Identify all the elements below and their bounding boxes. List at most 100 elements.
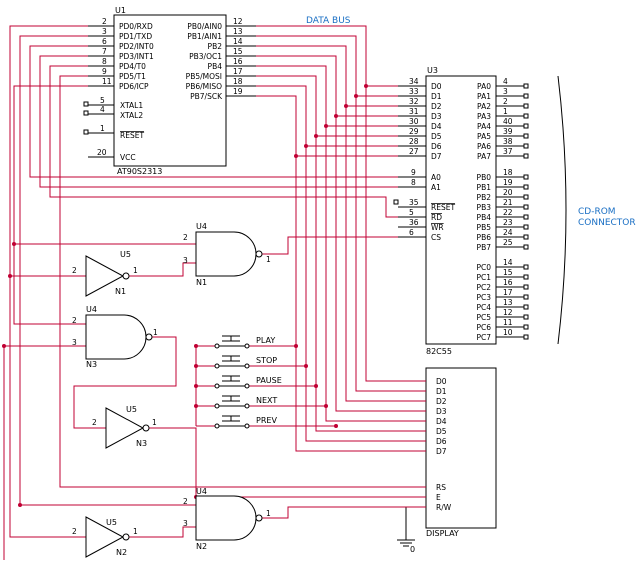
u3-pin-num: 18 <box>503 168 513 177</box>
u3-pin-name: PA6 <box>477 142 491 151</box>
u3-part: 82C55 <box>426 347 452 356</box>
u1-pin-name: PB3/OC1 <box>189 52 222 61</box>
display-pin-name: D4 <box>436 417 447 426</box>
inv2-name: N3 <box>136 439 147 448</box>
u3-pin-num: 33 <box>409 87 419 96</box>
u3-pin-name: PC5 <box>476 313 491 322</box>
u3-pin-name: PB1 <box>477 183 492 192</box>
inverter-n1: U5 N1 2 1 <box>72 250 138 297</box>
u1-pin-name: PD6/ICP <box>119 82 149 91</box>
u3-pin-num: 8 <box>411 178 416 187</box>
u1-pin-name: PB7/SCK <box>190 92 223 101</box>
connector-bracket <box>557 75 567 345</box>
u1-reset-num: 1 <box>100 124 105 133</box>
u3-pin-name: PC0 <box>476 263 491 272</box>
u3-pin-name: RESET <box>431 203 455 212</box>
u3-pin-num: 29 <box>409 127 419 136</box>
u3-pin-num: 16 <box>503 278 513 287</box>
connector-label-line2: CONNECTOR <box>578 218 636 228</box>
u1-pin-num: 14 <box>233 37 243 46</box>
u1-pin-name: PD1/TXD <box>119 32 152 41</box>
u1-pin-num: 18 <box>233 77 243 86</box>
u1-vcc-num: 20 <box>97 148 107 157</box>
u1-pin-name: PB0/AIN0 <box>187 22 222 31</box>
u3-pin-num: 15 <box>503 268 513 277</box>
and3-in1-pin: 2 <box>183 497 188 506</box>
u1-reset-name: RESET <box>120 131 144 140</box>
u3-left-pins: 34D033D132D231D330D429D528D627D79A08A135… <box>398 77 455 242</box>
u3-pin-num: 17 <box>503 288 513 297</box>
u1-pin-num: 19 <box>233 87 243 96</box>
data-bus-label: DATA BUS <box>306 16 351 26</box>
button-label-play: PLAY <box>256 336 275 345</box>
u1-pin-name: PB1/AIN1 <box>187 32 222 41</box>
u3-pin-num: 39 <box>503 127 513 136</box>
inv2-out-pin: 1 <box>152 418 157 427</box>
and1-in1-pin: 2 <box>183 233 188 242</box>
u3-pin-num: 6 <box>409 228 414 237</box>
display-pin-name: D6 <box>436 437 447 446</box>
inverter-n3: U5 N3 2 1 <box>92 405 157 449</box>
and-gate-n3: U4 N3 2 3 1 <box>72 305 158 369</box>
u3-pin-name: PA2 <box>477 102 491 111</box>
u1-pin-name: PD5/T1 <box>119 72 146 81</box>
u1-pin-name: PB5/MOSI <box>186 72 222 81</box>
wiring <box>2 25 426 560</box>
display-pin-name: R/W <box>436 503 452 512</box>
display-pin-name: D2 <box>436 397 447 406</box>
u3-pin-num: 34 <box>409 77 419 86</box>
u1-pin-num: 7 <box>102 47 107 56</box>
u3-pin-num: 25 <box>503 238 513 247</box>
and3-out-pin: 1 <box>266 509 271 518</box>
u3-ppi: U3 82C55 34D033D132D231D330D429D528D627D… <box>393 66 529 356</box>
u3-pin-name: D2 <box>431 102 442 111</box>
u3-pin-name: D3 <box>431 112 442 121</box>
u3-pin-name: PB3 <box>477 203 492 212</box>
u3-pin-num: 36 <box>409 218 419 227</box>
u1-pin-name: PD2/INT0 <box>119 42 154 51</box>
u3-pin-name: PA1 <box>477 92 491 101</box>
and2-in2-pin: 3 <box>72 338 77 347</box>
u3-pin-name: PA5 <box>477 132 491 141</box>
u3-right-pins: 4PA03PA12PA21PA340PA439PA538PA637PA718PB… <box>476 77 529 342</box>
u3-pin-name: D1 <box>431 92 442 101</box>
inv1-ref: U5 <box>120 250 131 259</box>
u1-pin-num: 15 <box>233 47 243 56</box>
and1-ref: U4 <box>196 222 207 231</box>
u3-pin-name: D0 <box>431 82 442 91</box>
and3-name: N2 <box>196 542 207 551</box>
u3-pin-name: D5 <box>431 132 442 141</box>
inv3-ref: U5 <box>106 518 117 527</box>
u1-pin-num: 16 <box>233 57 243 66</box>
and1-out-pin: 1 <box>266 255 271 264</box>
u1-xtal2-num: 4 <box>100 105 105 114</box>
u3-pin-num: 31 <box>409 107 419 116</box>
u3-pin-name: PC3 <box>476 293 491 302</box>
and-gate-n2: U4 N2 2 3 1 <box>183 487 271 551</box>
inv3-name: N2 <box>116 548 127 557</box>
u3-pin-num: 35 <box>409 198 419 207</box>
u1-pin-name: PD0/RXD <box>119 22 153 31</box>
and2-ref: U4 <box>86 305 97 314</box>
u3-pin-num: 21 <box>503 198 513 207</box>
u3-pin-name: PA7 <box>477 152 491 161</box>
u3-pin-name: RD <box>431 213 442 222</box>
and2-in1-pin: 2 <box>72 316 77 325</box>
u3-pin-num: 5 <box>409 208 414 217</box>
u3-pin-num: 4 <box>503 77 508 86</box>
u1-microcontroller: U1 AT90S2313 2PD0/RXD3PD1/TXD6PD2/INT07P… <box>83 6 256 176</box>
u3-pin-name: PC6 <box>476 323 491 332</box>
u1-vcc-name: VCC <box>120 153 136 162</box>
display-label: DISPLAY <box>426 529 459 538</box>
u1-xtal1-name: XTAL1 <box>120 101 143 110</box>
connector-label-line1: CD-ROM <box>578 207 616 217</box>
u3-pin-name: D6 <box>431 142 442 151</box>
button-label-next: NEXT <box>256 396 277 405</box>
u3-pin-num: 38 <box>503 137 513 146</box>
u3-pin-name: PB6 <box>477 233 492 242</box>
u3-pin-num: 27 <box>409 147 419 156</box>
u3-pin-num: 19 <box>503 178 513 187</box>
u3-pin-num: 11 <box>503 318 513 327</box>
u1-pin-num: 9 <box>102 67 107 76</box>
